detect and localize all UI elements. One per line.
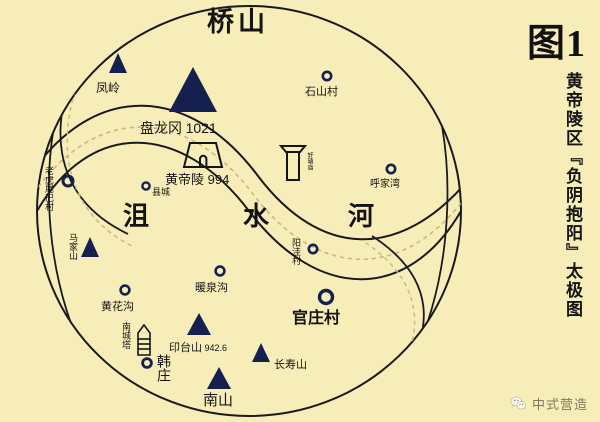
village-marker-hujiawan	[385, 163, 397, 175]
village-label-laohuweibacun: 老虎尾巴村	[44, 166, 54, 211]
monument-label-huangdiling-name: 黄帝陵	[165, 172, 205, 187]
river-label-char-1: 沮	[123, 201, 150, 231]
river-label-char-2: 水	[243, 201, 270, 231]
peak-elev-yintaishan: 942.6	[204, 343, 228, 353]
ridge-arc-dashed-east	[365, 242, 416, 383]
village-marker-laohuweibacun	[61, 174, 75, 188]
village-marker-shishancun	[321, 70, 333, 82]
village-marker-guanzhuangcun	[317, 288, 335, 306]
ridge-arc-outer-east	[391, 46, 449, 393]
page-title: 桥山	[207, 7, 269, 37]
peak-elev-panlonggang: 1021	[185, 120, 217, 136]
peak-label-nanshan: 南山	[203, 392, 234, 409]
ridge-arc-outer-west	[47, 43, 111, 396]
tomb-mound-icon	[182, 142, 224, 168]
village-marker-xiancheng	[141, 181, 151, 191]
monument-label-nanchengta: 南城塔	[121, 322, 131, 349]
river-center-dashed	[37, 126, 461, 261]
village-label-shishancun: 石山村	[305, 86, 338, 98]
pagoda-icon	[137, 323, 151, 356]
peak-markers	[81, 53, 270, 389]
village-marker-huanghuagou	[119, 284, 131, 296]
peak-label-panlonggang: 盘龙冈 1021	[140, 121, 217, 136]
peak-label-fengling: 凤岭	[96, 81, 121, 95]
figure-number-label: 图1	[526, 23, 586, 65]
monument-label-xuanyuanmiao: 轩辕庙	[306, 152, 312, 170]
peak-marker-changshoushan	[252, 343, 270, 362]
peak-marker-majiashan	[81, 237, 99, 257]
peak-marker-nanshan	[207, 367, 231, 389]
monument-label-huangdiling: 黄帝陵 994	[165, 173, 229, 187]
peak-marker-fengling	[109, 53, 127, 73]
village-marker-hanzhuang	[141, 357, 153, 369]
ridge-arc-inner-east	[371, 235, 425, 393]
watermark-text: 中式营造	[531, 397, 588, 412]
village-markers	[61, 70, 397, 369]
village-label-hanzhuang: 韩庄	[156, 354, 172, 382]
watermark: 中式营造	[510, 394, 588, 413]
peak-label-panlonggang-name: 盘龙冈	[140, 120, 182, 136]
village-label-nuanquangou: 暖泉沟	[195, 282, 228, 294]
peak-marker-panlonggang	[169, 67, 217, 112]
peak-marker-yintaishan	[187, 313, 211, 335]
wechat-icon	[510, 396, 527, 410]
village-label-yangwacun: 阳洼村	[291, 238, 301, 265]
peak-label-yintaishan-name: 印台山	[169, 342, 202, 354]
peak-label-yintaishan: 印台山 942.6	[169, 342, 228, 354]
village-label-hujiawan: 呼家湾	[370, 179, 400, 190]
peak-label-majiashan: 马家山	[68, 233, 78, 260]
village-label-guanzhuangcun: 官庄村	[292, 310, 341, 327]
monument-elev-huangdiling: 994	[207, 172, 230, 187]
taiji-s-curve	[37, 141, 461, 281]
village-marker-yangwacun	[307, 243, 319, 255]
peak-label-changshoushan: 长寿山	[274, 359, 307, 371]
river-label-char-3: 河	[348, 201, 375, 231]
stele-icon	[278, 145, 308, 181]
river-north-bank	[37, 104, 461, 241]
figure-caption: 黄帝陵区『负阴抱阳』太极图	[563, 72, 582, 319]
village-label-xiancheng: 县城	[152, 187, 171, 197]
village-marker-nuanquangou	[214, 265, 226, 277]
village-label-huanghuagou: 黄花沟	[101, 301, 134, 313]
